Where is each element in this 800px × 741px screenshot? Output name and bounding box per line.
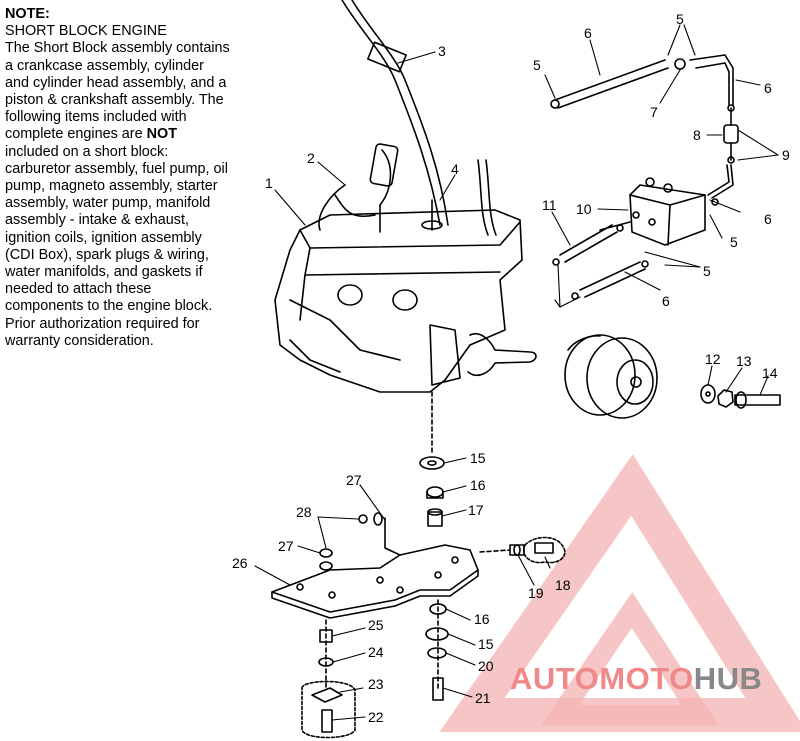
note-body-not: NOT — [146, 126, 177, 143]
note-body-part2: included on a short block: carburetor as… — [5, 143, 228, 349]
callout-5a: 5 — [533, 57, 541, 73]
callout-27a: 27 — [346, 472, 362, 488]
spark-plug-wire-2 — [318, 143, 399, 231]
leader-lines — [254, 24, 779, 721]
callout-15a: 15 — [470, 450, 486, 466]
callout-24: 24 — [368, 644, 384, 660]
callout-2: 2 — [307, 150, 315, 166]
bolt-14 — [734, 391, 781, 409]
callout-22: 22 — [368, 709, 384, 725]
callout-3: 3 — [438, 43, 446, 59]
magneto-flywheel — [564, 334, 658, 419]
callout-7: 7 — [650, 104, 658, 120]
callout-labels: 1 2 3 4 5 5 6 6 7 8 9 10 11 5 5 6 6 12 1… — [232, 11, 790, 725]
callout-11: 11 — [542, 197, 557, 213]
lower-stack-right — [425, 599, 449, 701]
callout-15b: 15 — [478, 636, 494, 652]
callout-6d: 6 — [662, 293, 670, 309]
watermark-hub: HUB — [694, 661, 763, 696]
callout-5c: 5 — [730, 234, 738, 250]
bolt-18 — [523, 536, 566, 564]
callout-27b: 27 — [278, 538, 294, 554]
callout-9: 9 — [782, 147, 790, 163]
cable-3 — [341, 0, 449, 226]
callout-1: 1 — [265, 175, 273, 191]
washer-27 — [319, 548, 333, 571]
callout-6c: 6 — [764, 211, 772, 227]
lower-stack-left — [301, 619, 356, 739]
spacer-19 — [509, 544, 525, 556]
spacer-17 — [427, 508, 443, 527]
note-body-part1: The Short Block assembly contains a cran… — [5, 40, 230, 143]
callout-14: 14 — [762, 365, 778, 381]
fuel-lines-lower — [552, 198, 719, 300]
callout-5d: 5 — [703, 263, 711, 279]
callout-6a: 6 — [584, 25, 592, 41]
callout-5b: 5 — [676, 11, 684, 27]
callout-18: 18 — [555, 577, 571, 593]
callout-23: 23 — [368, 676, 384, 692]
watermark-text: AUTOMOTOHUB — [510, 661, 762, 696]
watermark-auto: AUTO — [510, 661, 599, 696]
bushing-16 — [426, 486, 444, 499]
mounting-plate-26 — [271, 517, 479, 619]
callout-12: 12 — [705, 351, 721, 367]
callout-20: 20 — [478, 658, 494, 674]
washer-15 — [419, 456, 445, 470]
note-title: SHORT BLOCK ENGINE — [5, 23, 167, 40]
note-heading: NOTE: — [5, 6, 50, 22]
callout-16b: 16 — [474, 611, 490, 627]
callout-25: 25 — [368, 617, 384, 633]
callout-26: 26 — [232, 555, 248, 571]
callout-10: 10 — [576, 201, 592, 217]
callout-8: 8 — [693, 127, 701, 143]
engine-block — [274, 159, 537, 393]
washer-28 — [358, 512, 383, 526]
watermark-moto: MOTO — [599, 661, 693, 696]
nut-13 — [717, 389, 734, 408]
fuel-filter-8 — [707, 104, 739, 199]
callout-16a: 16 — [470, 477, 486, 493]
note-body: The Short Block assembly contains a cran… — [5, 40, 230, 350]
note-block: NOTE: SHORT BLOCK ENGINE The Short Block… — [5, 6, 230, 350]
callout-13: 13 — [736, 353, 752, 369]
callout-4: 4 — [451, 161, 459, 177]
callout-21: 21 — [475, 690, 491, 706]
callout-19: 19 — [528, 585, 544, 601]
fuel-pump-10 — [629, 177, 706, 246]
washer-12 — [700, 384, 716, 404]
automotohub-logo — [439, 454, 800, 732]
fuel-line-6-top — [550, 54, 734, 109]
callout-17: 17 — [468, 502, 484, 518]
callout-28: 28 — [296, 504, 312, 520]
callout-6b: 6 — [764, 80, 772, 96]
